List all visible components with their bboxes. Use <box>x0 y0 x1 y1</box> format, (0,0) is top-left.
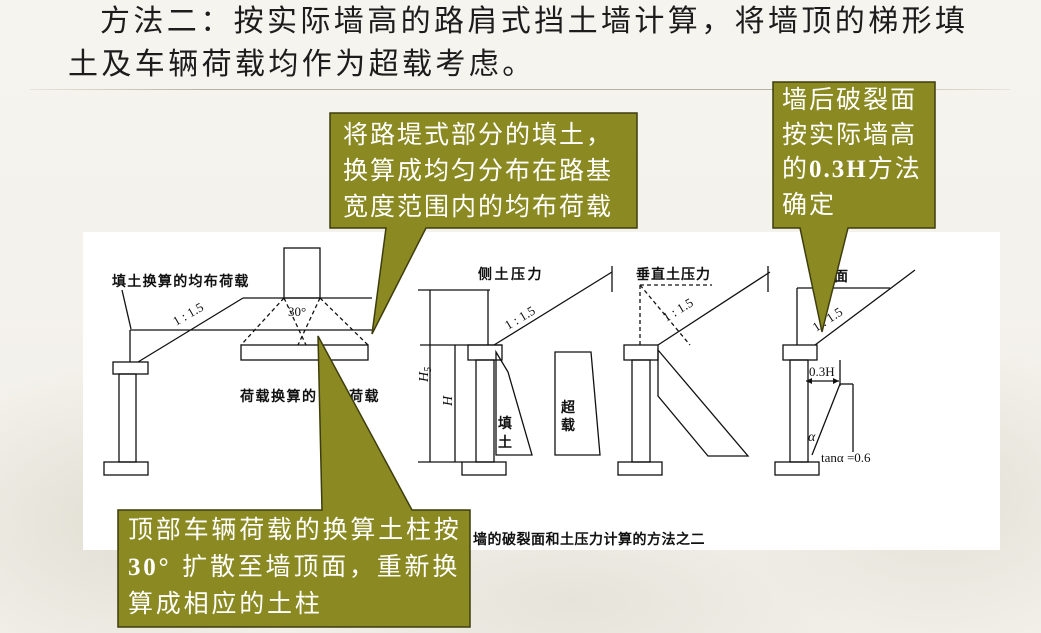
title-divider <box>30 89 1010 90</box>
callout-vehicle-load-shape <box>117 335 471 628</box>
figure-vertical-pressure: 1 : 1.5 垂直土压力 <box>617 266 771 476</box>
slide-title-line-2: 土及车辆荷载均作为超载考虑。 <box>68 47 536 82</box>
fill-pressure-diagram <box>495 349 533 456</box>
label-leader-line <box>121 289 132 330</box>
fill-slope-line <box>657 271 771 346</box>
callout-failure-plane-line-3: 的0.3H方法 <box>782 152 935 188</box>
spread-line-left <box>240 297 285 346</box>
converted-soil-column <box>240 344 369 361</box>
callout-fill-load-line-2: 换算成均匀分布在路基 <box>343 156 614 185</box>
label-vertical-pressure: 垂直土压力 <box>636 266 711 283</box>
callout-failure-plane-line-3-bold: 0.3H <box>809 156 868 183</box>
slide-title-line-1: 方法二：按实际墙高的路肩式挡土墙计算，将墙顶的梯形填 <box>100 4 969 39</box>
callout-failure-plane-line-3-pre: 的 <box>782 154 810 183</box>
dimension-label-h: H <box>441 395 456 407</box>
fill-slope-line <box>493 271 613 346</box>
spread-inner-line-right <box>297 297 321 346</box>
surcharge-pressure-diagram <box>554 351 601 456</box>
callout-vehicle-load-line-2-post: 扩散至墙顶面，重新换 <box>171 551 461 581</box>
dimension-label-hs-main: H <box>417 371 432 383</box>
figure-left: 填土换算的均布荷载 1 : 1.5 30° 荷载换算的 荷载 <box>103 247 380 476</box>
callout-vehicle-load-line-2: 30° 扩散至墙顶面，重新换 <box>128 549 470 587</box>
diagram-background <box>83 232 1000 550</box>
callout-fill-load: 将路堤式部分的填土， 换算成均匀分布在路基 宽度范围内的均布荷载 <box>330 113 637 228</box>
callout-fill-load-line-3: 宽度范围内的均布荷载 <box>343 192 614 221</box>
callout-failure-plane-line-2: 按实际墙高 <box>782 119 918 149</box>
fill-pressure-char-2: 土 <box>498 434 512 451</box>
offset-label: 0.3H <box>809 364 835 379</box>
offset-arrow-left <box>806 378 812 384</box>
callout-fill-load-line-1: 将路堤式部分的填土， <box>343 120 614 149</box>
vehicle-load-column <box>283 247 321 299</box>
fill-slope-line <box>814 269 916 346</box>
fill-slope-line <box>137 297 244 363</box>
callout-failure-plane-line-4: 确定 <box>782 189 837 219</box>
wall-footing <box>103 461 149 476</box>
fill-pressure-char-1: 填 <box>498 415 512 432</box>
dimension-label-hs-subscript: 5 <box>423 367 434 372</box>
callout-vehicle-load: 顶部车辆荷载的换算土柱按 30° 扩散至墙顶面，重新换 算成相应的土柱 <box>118 510 470 627</box>
dimension-label-hs: H5 <box>417 367 434 383</box>
diagram-caption: 墙的破裂面和土压力计算的方法之二 <box>473 531 705 548</box>
surcharge-pressure-char-1: 超 <box>560 399 576 416</box>
callout-vehicle-load-line-3: 算成相应的土柱 <box>128 589 323 618</box>
wall-footing <box>461 461 507 476</box>
callout-fill-load-shape <box>329 112 638 335</box>
angle-symbol: α <box>808 430 816 445</box>
callout-failure-plane: 墙后破裂面 按实际墙高 的0.3H方法 确定 <box>773 82 935 228</box>
callout-failure-plane-line-3-post: 方法 <box>867 154 922 183</box>
offset-arrow-right <box>833 378 839 384</box>
tan-alpha-label: tanα =0.6 <box>821 450 871 465</box>
callout-failure-plane-shape <box>772 81 936 333</box>
wall-footing <box>774 461 820 476</box>
callout-failure-plane-line-1: 墙后破裂面 <box>782 85 918 114</box>
label-load-column-left: 荷载换算的 <box>239 388 318 405</box>
label-lateral-pressure: 侧土压力 <box>478 266 544 283</box>
dashed-diagonal-line <box>639 284 691 346</box>
callout-vehicle-load-line-1: 顶部车辆荷载的换算土柱按 <box>128 515 462 544</box>
failure-plane-line <box>811 383 841 456</box>
label-load-column-right: 荷载 <box>348 388 380 405</box>
wall-footing <box>617 461 663 476</box>
vertical-pressure-diagram <box>657 348 750 457</box>
label-fill-uniform-load: 填土换算的均布荷载 <box>112 273 250 290</box>
callout-vehicle-load-line-2-bold: 30° <box>128 553 172 581</box>
spread-angle-label: 30° <box>288 304 306 319</box>
surcharge-pressure-char-2: 载 <box>561 417 575 434</box>
